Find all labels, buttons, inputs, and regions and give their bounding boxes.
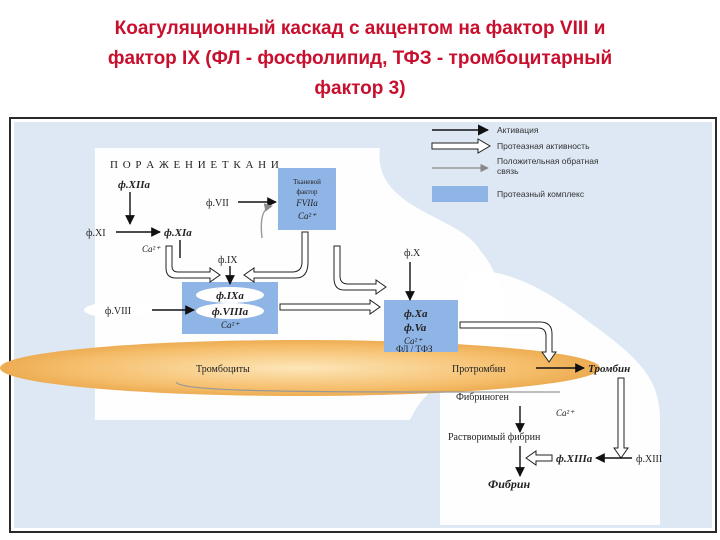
fviii-ellipse — [84, 302, 152, 318]
cascade-arrows — [116, 192, 632, 477]
ca-label-3: Ca²⁺ — [404, 336, 423, 346]
page-title: Коагуляционный каскад с акцентом на факт… — [20, 14, 700, 104]
legend-protease-complex: Протеазный комплекс — [497, 189, 585, 199]
arrow-xa-protease — [459, 321, 557, 363]
platelet-ellipse — [0, 340, 600, 396]
arrow-platelet-loop — [175, 381, 560, 393]
legend-protease-arrow — [431, 138, 491, 154]
fxi-label: ф.XI — [86, 228, 106, 239]
legend-complex-swatch — [432, 186, 488, 202]
arrow-xia-protease — [165, 245, 221, 283]
legend-activation: Активация — [497, 125, 539, 135]
xa-va-complex — [384, 300, 458, 352]
tissue-damage-label: П О Р А Ж Е Н И Е Т К А Н И — [110, 159, 280, 171]
arrow-tf-to-x — [333, 245, 387, 295]
fixa-label: ф.IXa — [216, 290, 244, 302]
legend: Активация Протеазная активность Положите… — [431, 124, 599, 202]
arrow-ixa-protease — [279, 299, 381, 315]
fl-tf3-label: ФЛ / ТФЗ — [396, 344, 433, 354]
thrombin-label: Тромбин — [588, 363, 630, 375]
platelets-label: Тромбоциты — [196, 364, 250, 375]
tf-line-3: FVIIa — [295, 198, 318, 208]
fvii-label: ф.VII — [206, 198, 229, 209]
fibrinogen-label: Фибриноген — [456, 392, 509, 403]
tf-line-4: Ca²⁺ — [298, 211, 317, 221]
arrow-feedback — [260, 203, 273, 239]
fviiia-label: ф.VIIIa — [212, 306, 249, 318]
fviii-label: ф.VIII — [105, 306, 131, 317]
fva-label: ф.Va — [404, 322, 427, 334]
arrow-thrombin-protease — [613, 377, 629, 459]
tissue-factor-complex — [278, 168, 336, 230]
ca-label-1: Ca²⁺ — [142, 244, 161, 254]
tf-line-2: фактор — [297, 188, 318, 196]
fxiia-label: ф.XIIa — [118, 179, 151, 191]
title-line-1: Коагуляционный каскад с акцентом на факт… — [114, 18, 606, 39]
fix-label: ф.IX — [218, 255, 238, 266]
ca-label-2: Ca²⁺ — [221, 320, 240, 330]
fixa-ellipse — [196, 287, 264, 303]
legend-feedback-l2: связь — [497, 166, 519, 176]
white-region-lower — [440, 270, 660, 525]
fxia-label: ф.XIa — [164, 227, 192, 239]
legend-protease-activity: Протеазная активность — [497, 141, 590, 151]
arrow-xiiia-protease — [525, 450, 553, 466]
fibrin-label: Фибрин — [488, 477, 531, 491]
fxa-label: ф.Xa — [404, 308, 428, 320]
soluble-fibrin-label: Растворимый фибрин — [448, 432, 541, 443]
legend-feedback-l1: Положительная обратная — [497, 156, 599, 166]
ca-label-4: Ca²⁺ — [556, 408, 575, 418]
arrow-tf-protease — [243, 231, 309, 283]
prothrombin-label: Протромбин — [452, 364, 506, 375]
fx-label: ф.X — [404, 248, 421, 259]
fxiii-label: ф.XIII — [636, 454, 662, 465]
title-line-2: фактор IX (ФЛ - фосфолипид, ТФЗ - тромбо… — [107, 48, 613, 69]
tf-line-1: Тканевой — [293, 178, 321, 186]
fxiiia-label: ф.XIIIa — [556, 453, 593, 465]
fviiia-ellipse — [196, 303, 264, 319]
title-line-3: фактор 3) — [314, 78, 406, 99]
